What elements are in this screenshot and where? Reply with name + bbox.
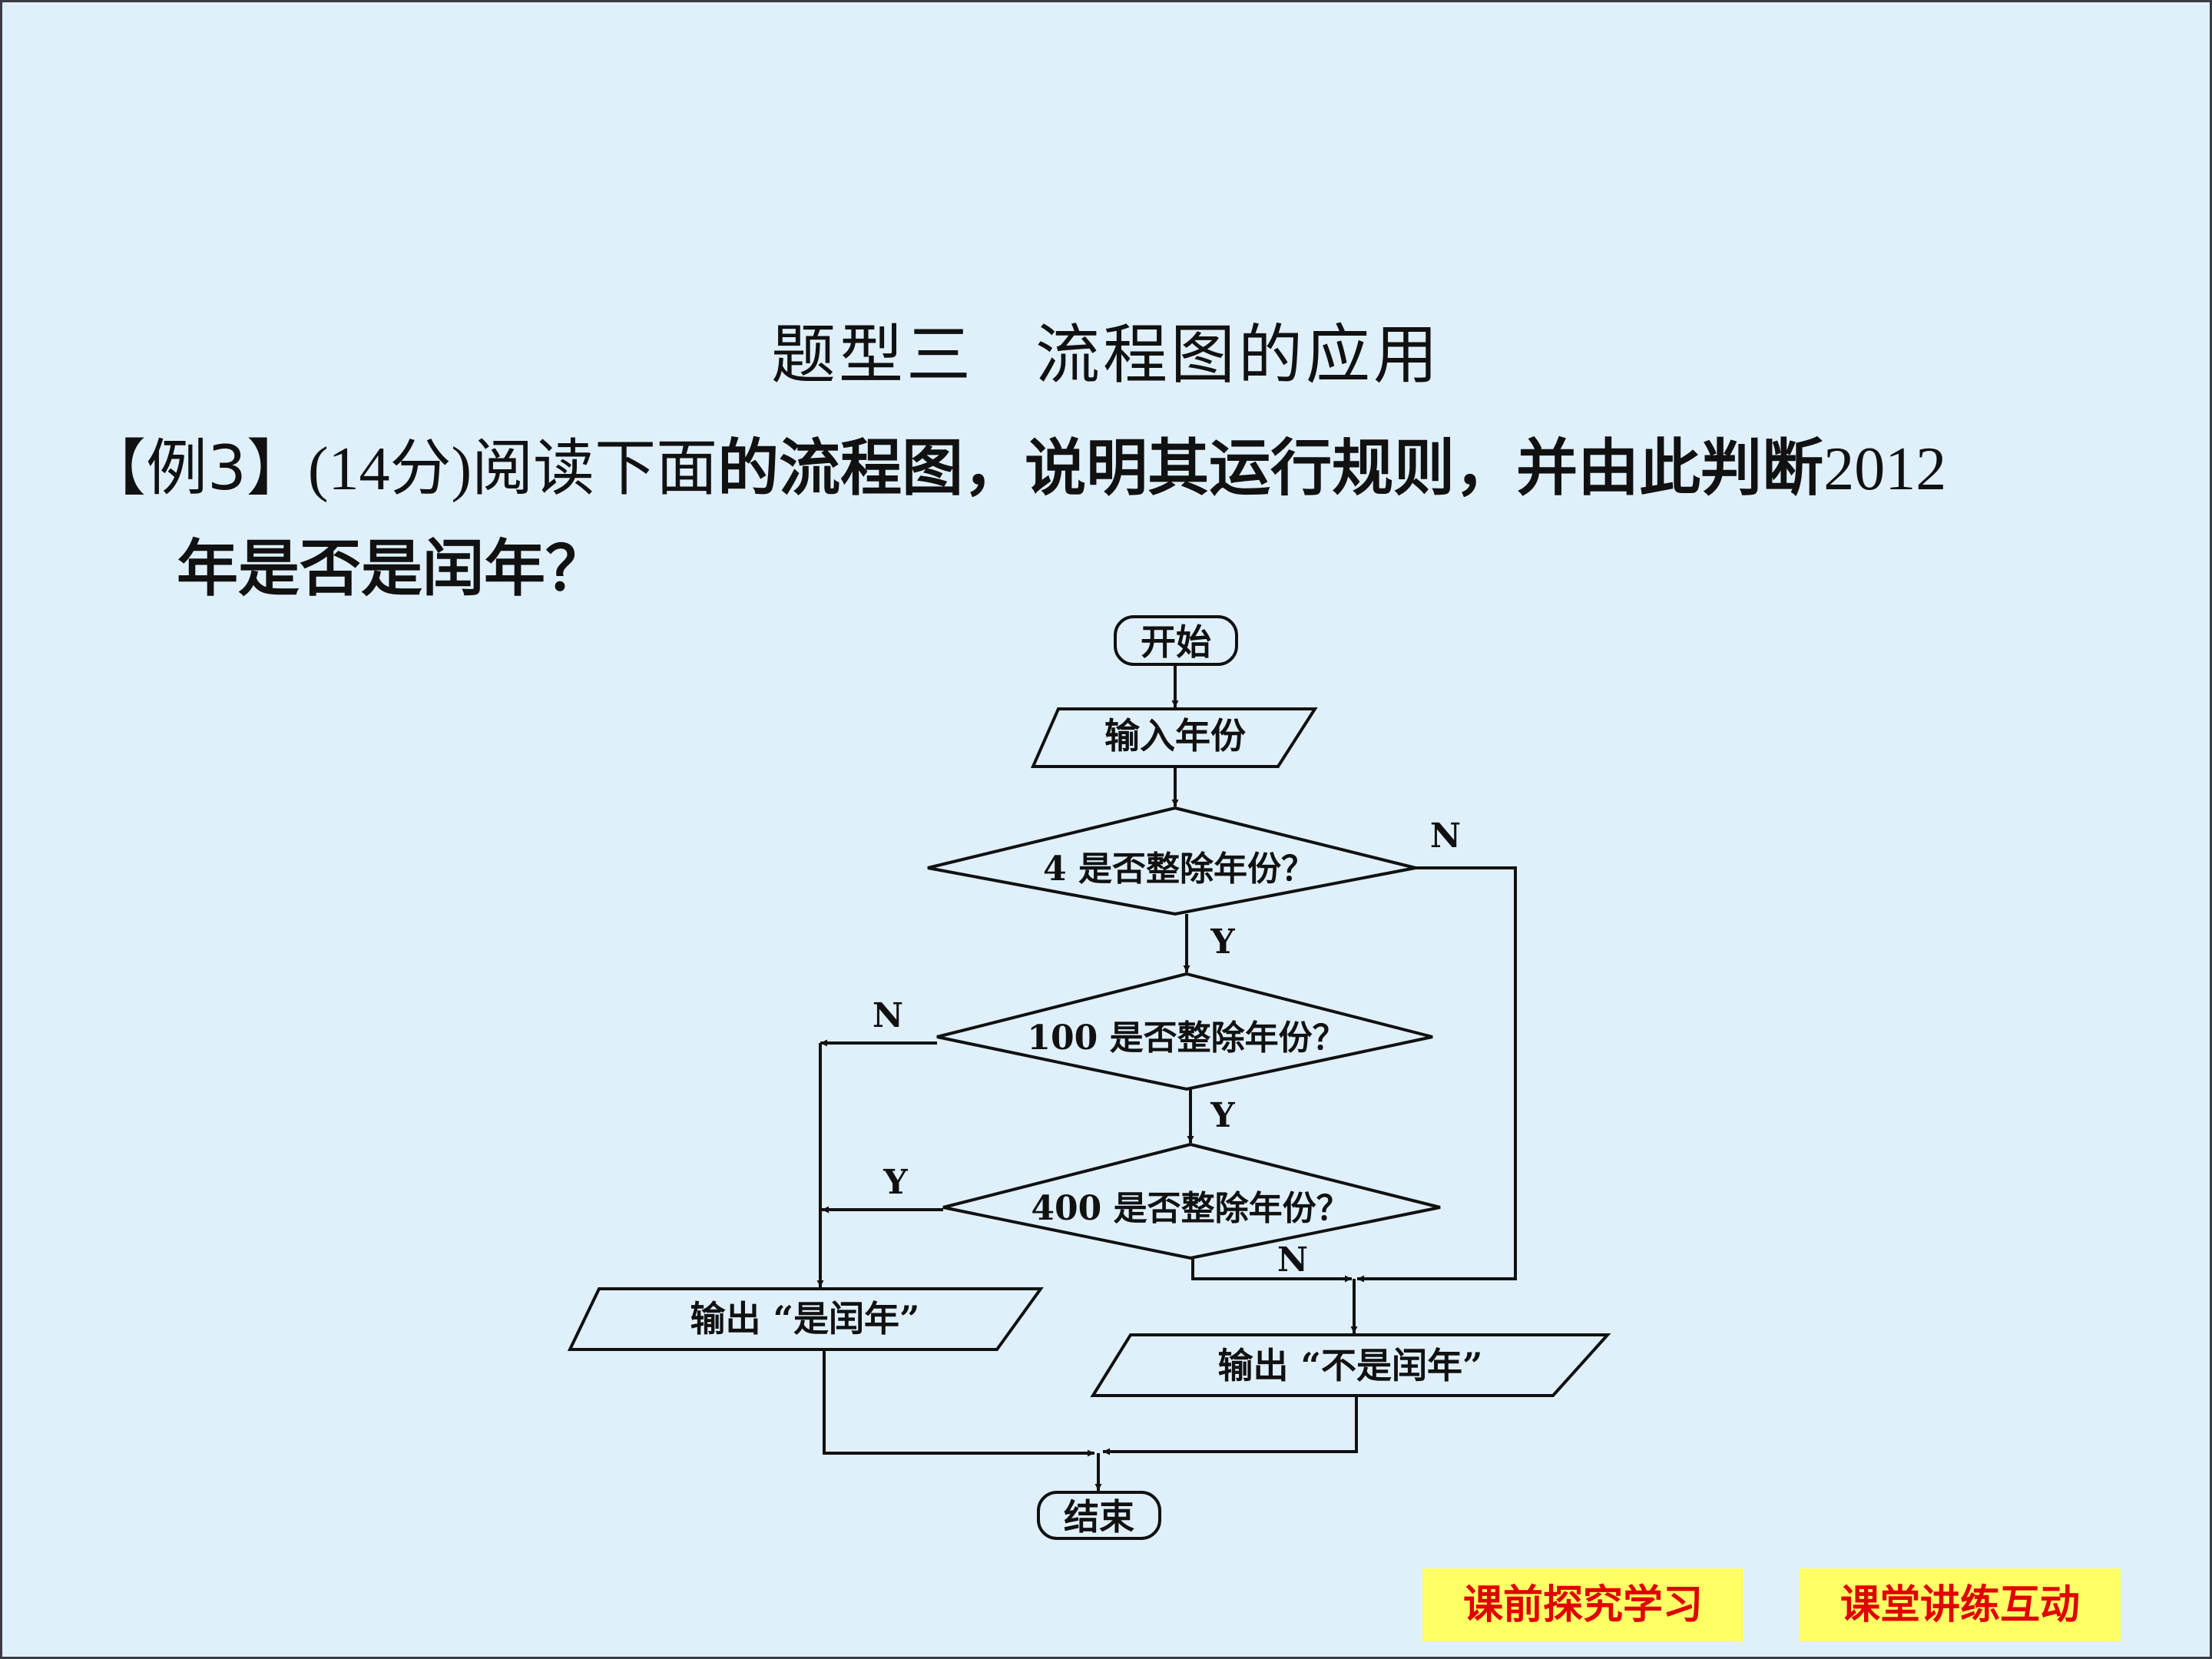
nav-in-class-button[interactable]: 课堂讲练互动 xyxy=(1800,1568,2121,1642)
question-text: 【例3】(14分)阅读下面的流程图，说明其运行规则，并由此判断2012 年是否是… xyxy=(84,419,2158,619)
arrow-notleap-end xyxy=(1103,1396,1358,1455)
score-label: (14分) xyxy=(307,435,472,503)
output-leap-label: 输出 “是闰年” xyxy=(690,1298,920,1339)
arrow-leap-end xyxy=(823,1349,1094,1457)
d3-yes-label: Y xyxy=(882,1163,908,1202)
decision1-label: 4 是否整除年份？ xyxy=(1043,849,1315,889)
arrow-d1-no xyxy=(1357,866,1517,1283)
question-part-b: 的流程图，说明其运行规则，并由此判断 xyxy=(717,432,1824,504)
d1-no-label: N xyxy=(1430,816,1461,856)
input-label: 输入年份 xyxy=(1104,715,1246,757)
start-label: 开始 xyxy=(1141,621,1211,663)
d2-no-label: N xyxy=(873,996,903,1035)
decision3-diamond xyxy=(942,1142,1441,1260)
end-label: 结束 xyxy=(1064,1496,1134,1538)
decision2-label: 100 是否整除年份？ xyxy=(1027,1018,1346,1058)
d3-no-label: N xyxy=(1277,1240,1308,1280)
question-part-c: 年是否是闰年？ xyxy=(177,533,607,604)
slide-title: 题型三流程图的应用 xyxy=(0,303,2212,396)
decision3-label: 400 是否整除年份？ xyxy=(1031,1189,1349,1228)
input-parallelogram xyxy=(1030,707,1318,768)
d1-yes-label: Y xyxy=(1210,922,1235,962)
example-label: 【例3】 xyxy=(84,432,308,504)
output-not-leap-shape xyxy=(1090,1333,1611,1397)
title-part2: 流程图的应用 xyxy=(1035,317,1442,392)
arrow-d3-no xyxy=(1191,1257,1352,1283)
decision1-diamond xyxy=(927,806,1416,916)
output-leap-shape xyxy=(567,1287,1044,1351)
decision2-diamond xyxy=(936,972,1433,1091)
nav-pre-class-button[interactable]: 课前探究学习 xyxy=(1422,1568,1743,1642)
question-year: 2012 xyxy=(1823,435,1947,503)
question-part-a: 阅读下面 xyxy=(472,432,718,504)
title-part1: 题型三 xyxy=(770,317,974,392)
d2-yes-label: Y xyxy=(1210,1096,1235,1135)
output-not-leap-label: 输出 “不是闰年” xyxy=(1218,1345,1483,1386)
end-terminal xyxy=(1037,1491,1161,1540)
